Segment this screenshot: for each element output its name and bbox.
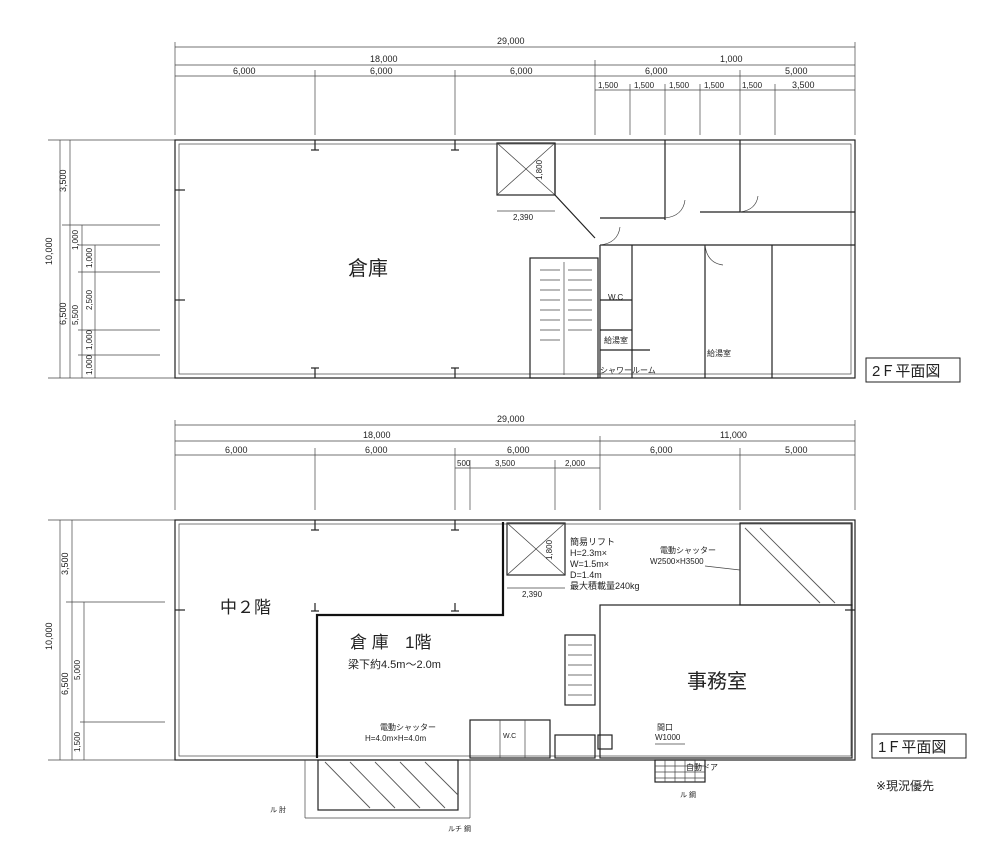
f1-dim-d: 6,000 <box>650 445 673 455</box>
lift-load: 最大積載量240kg <box>570 580 640 591</box>
f1-dim-b: 6,000 <box>365 445 388 455</box>
f1-lift-h-dim: 1,800 <box>545 539 554 560</box>
shutter-bottom-size: H=4.0m×H=4.0m <box>365 734 426 743</box>
f2-room-wc: W.C <box>608 293 623 302</box>
f2-dim-left-total: 10,000 <box>44 237 54 265</box>
floor2-partitions <box>554 140 855 378</box>
lift-d: D=1.4m <box>570 570 602 580</box>
f1-room-warehouse-floor: 1階 <box>405 633 431 652</box>
floor2-left-dimensions: 10,000 3,500 6,500 1,000 1,000 5,500 2,5… <box>44 139 175 379</box>
f1-dim-s1: 500 <box>457 459 471 468</box>
f1-dim-s3: 2,000 <box>565 459 586 468</box>
f2-dim-f4: 1,500 <box>704 81 725 90</box>
f2-dim-f5: 1,500 <box>742 81 763 90</box>
f1-note: ※現況優先 <box>876 778 934 793</box>
lift-notes: 簡易リフト H=2.3m× W=1.5m× D=1.4m 最大積載量240kg <box>570 536 640 591</box>
shutter-bottom: 電動シャッター H=4.0m×H=4.0m ル 肘 ルチ 鋼 <box>270 723 471 833</box>
f2-dim-f2: 1,500 <box>634 81 655 90</box>
f1-dim-c: 6,000 <box>507 445 530 455</box>
lift-title: 簡易リフト <box>570 536 615 547</box>
f2-dim-b: 6,000 <box>370 66 393 76</box>
floor2-outer-wall <box>174 139 856 379</box>
f2-dim-left-top: 3,500 <box>58 169 68 192</box>
f1-room-warehouse: 倉 庫 <box>350 633 389 652</box>
floor1-outer-wall <box>174 519 856 761</box>
lift-w: W=1.5m× <box>570 559 609 569</box>
f2-lift-w: 2,390 <box>513 213 534 222</box>
floor1-top-dimensions: 29,000 18,000 11,000 6,000 6,000 6,000 6… <box>174 414 856 510</box>
f1-dim-a: 6,000 <box>225 445 248 455</box>
floor2-columns <box>175 140 459 378</box>
drain-left: ル 肘 <box>270 805 286 814</box>
f1-room-wc: W.C <box>503 733 516 740</box>
drain-mid: ルチ 鋼 <box>448 824 471 833</box>
f1-lift-w-dim: 2,390 <box>522 590 543 599</box>
f2-dim-left-group: 18,000 <box>370 54 398 64</box>
f2-dim-f3: 1,500 <box>669 81 690 90</box>
f2-room-warehouse: 倉庫 <box>348 257 388 280</box>
f2-dim-i2: 1,000 <box>85 247 94 268</box>
f1-room-mezzanine: 中２階 <box>220 598 271 617</box>
opening-title: 間口 <box>657 723 673 732</box>
f2-dim-i1: 1,000 <box>71 229 80 250</box>
floor1-columns <box>175 520 855 612</box>
f2-dim-total: 29,000 <box>497 36 525 46</box>
f1-title: 1Ｆ平面図 <box>878 739 946 756</box>
f2-title-box <box>865 357 961 383</box>
auto-door: 自動ドア <box>686 762 718 772</box>
floor1-left-dimensions: 10,000 3,500 6,500 5,000 1,500 <box>44 519 175 761</box>
office-room: 事務室 間口 W1000 自動ドア <box>599 604 853 772</box>
f2-dim-i3: 5,500 <box>71 304 80 325</box>
f2-dim-g: 3,500 <box>792 80 815 90</box>
f1-dim-e: 5,000 <box>785 445 808 455</box>
floor2-lift-shaft: 2,390 1,800 <box>496 142 556 222</box>
f1-dim-left-total: 10,000 <box>44 622 54 650</box>
f1-dim-i1: 5,000 <box>73 659 82 680</box>
mezzanine-boundary <box>315 522 505 758</box>
floor1-plan: 29,000 18,000 11,000 6,000 6,000 6,000 6… <box>44 414 967 833</box>
shutter-bottom-title: 電動シャッター <box>380 723 436 732</box>
f1-dim-s2: 3,500 <box>495 459 516 468</box>
f2-lift-h: 1,800 <box>535 159 544 180</box>
f2-dim-e: 5,000 <box>785 66 808 76</box>
floor1-lift-shaft: 2,390 1,800 <box>506 522 566 599</box>
f2-dim-i6: 1,000 <box>85 354 94 375</box>
f1-dim-left-top: 3,500 <box>60 552 70 575</box>
opening-size: W1000 <box>655 733 681 742</box>
f2-dim-i5: 1,000 <box>85 329 94 350</box>
shutter-top-title: 電動シャッター <box>660 546 716 555</box>
f2-dim-i4: 2,500 <box>85 289 94 310</box>
f1-dim-left-bottom: 6,500 <box>60 672 70 695</box>
floor2-stair <box>529 257 599 379</box>
f2-dim-right-group: 1,000 <box>720 54 743 64</box>
f1-room-office: 事務室 <box>687 670 747 693</box>
f2-dim-left-bottom: 6,500 <box>58 302 68 325</box>
drain-right: ル 鋼 <box>680 790 696 799</box>
f1-dim-right-group: 11,000 <box>720 430 747 440</box>
floor1-stair <box>564 634 596 706</box>
shutter-top: 電動シャッター W2500×H3500 <box>650 522 853 606</box>
lift-h: H=2.3m× <box>570 548 607 558</box>
wc-block: W.C <box>469 719 613 759</box>
f1-clearance: 梁下約4.5m～2.0m <box>348 657 441 671</box>
f2-room-shower: シャワールーム <box>600 366 656 375</box>
f1-dim-i2: 1,500 <box>73 731 82 752</box>
f2-dim-f1: 1,500 <box>598 81 619 90</box>
f2-dim-c: 6,000 <box>510 66 533 76</box>
f2-dim-d: 6,000 <box>645 66 668 76</box>
f2-dim-a: 6,000 <box>233 66 256 76</box>
f2-title: 2Ｆ平面図 <box>872 363 940 380</box>
f2-room-kyuto: 給湯室 <box>604 335 628 345</box>
f2-room-kitchen: 給湯室 <box>707 348 731 358</box>
floor2-plan: 29,000 18,000 1,000 6,000 6,000 6,000 6,… <box>44 36 961 383</box>
f1-title-box <box>871 733 967 759</box>
floor2-top-dimensions: 29,000 18,000 1,000 6,000 6,000 6,000 6,… <box>174 36 856 135</box>
entrance-steps: ル 鋼 <box>654 759 706 799</box>
f1-dim-total: 29,000 <box>497 414 525 424</box>
shutter-top-size: W2500×H3500 <box>650 557 704 566</box>
f1-dim-left-group: 18,000 <box>363 430 391 440</box>
